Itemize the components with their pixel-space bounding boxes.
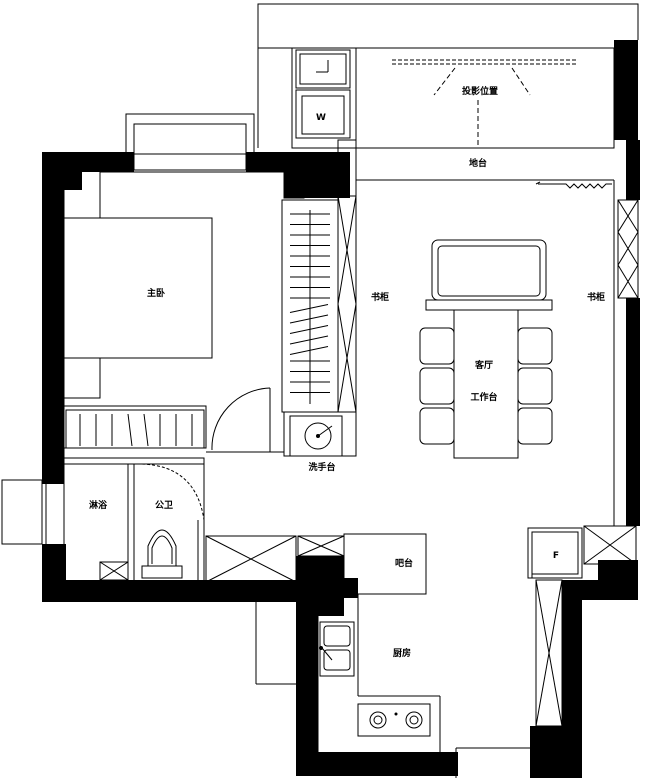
label-living-room: 客厅 [474, 359, 493, 371]
shower-window [41, 484, 47, 544]
hanger-mark [289, 346, 329, 355]
chair [517, 367, 553, 405]
chair [419, 367, 455, 405]
walls [42, 40, 640, 778]
wash-basin [283, 411, 357, 457]
chair [419, 407, 455, 445]
hanger-mark [289, 335, 329, 345]
chair [517, 407, 553, 445]
label-bar-counter: 吧台 [395, 557, 413, 569]
projection-screen [392, 59, 576, 145]
label-bookshelf-left: 书柜 [371, 291, 389, 303]
master-bedroom [63, 171, 284, 458]
living-room [419, 239, 553, 459]
platform-edge [356, 179, 614, 189]
bar-counter [343, 533, 427, 595]
hanger-mark [289, 304, 329, 313]
right-window-top [613, 49, 637, 137]
washer-mark: W [316, 113, 326, 123]
hanger-mark [289, 325, 329, 334]
label-projection: 投影位置 [462, 85, 498, 97]
fridge-area [527, 525, 637, 727]
hanger-mark [289, 314, 329, 324]
bedroom-balcony [125, 113, 255, 171]
fridge-mark: F [553, 551, 559, 561]
label-platform: 地台 [469, 157, 487, 169]
label-wash-basin: 洗手台 [308, 461, 335, 473]
label-bookshelf-right: 书柜 [587, 291, 605, 303]
kitchen [317, 594, 441, 752]
label-work-table: 工作台 [470, 391, 497, 403]
chair [419, 327, 455, 365]
label-kitchen: 厨房 [393, 647, 411, 659]
label-master-bedroom: 主卧 [147, 287, 165, 299]
storage-cabinets [205, 535, 345, 583]
label-guest-wc: 公卫 [155, 500, 173, 511]
chair [517, 327, 553, 365]
hanger-mark [143, 413, 149, 447]
bathroom [63, 457, 205, 581]
outer-outline [1, 3, 639, 778]
label-shower: 淋浴 [89, 499, 108, 511]
right-bookshelf [613, 180, 639, 526]
hanger-mark [127, 413, 133, 447]
